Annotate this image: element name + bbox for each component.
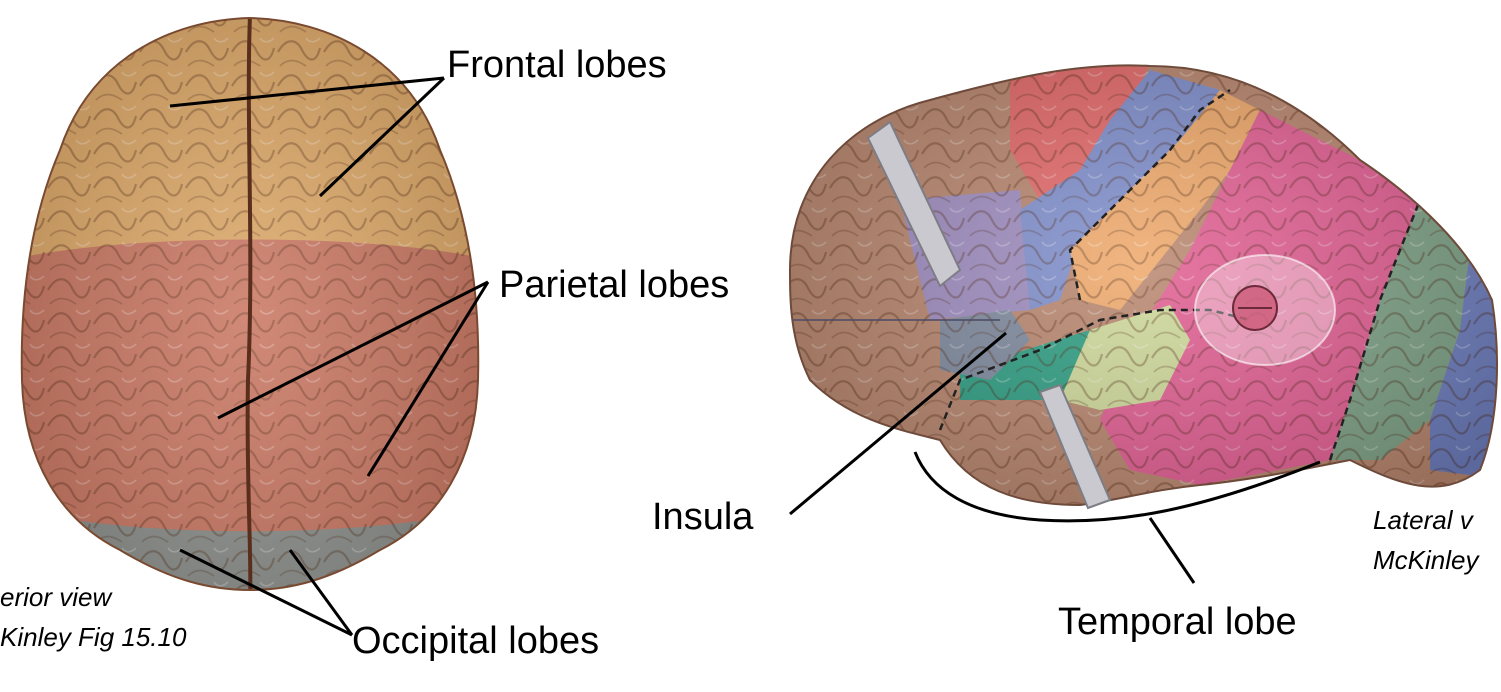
longitudinal-fissure (245, 18, 253, 590)
occipital-lobes-label: Occipital lobes (352, 620, 600, 662)
frontal-leader-line (169, 76, 446, 198)
temporal-bracket (913, 451, 1321, 523)
insula-label: Insula (652, 496, 754, 538)
temporal-lobe-label: Temporal lobe (1058, 601, 1297, 643)
superior-view-caption-line2: Kinley Fig 15.10 (0, 622, 187, 652)
insula-leader-line (789, 331, 1007, 516)
parietal-leader-line (217, 280, 490, 477)
lateral-view-brain (788, 64, 1498, 510)
central-sulcus-dashed (1068, 88, 1231, 301)
superior-view-caption-line1: erior view (0, 582, 112, 612)
retractor-upper (866, 120, 962, 288)
lateral-view-caption-line1: Lateral v (1373, 505, 1473, 535)
lateral-sulcus-dashed (938, 308, 1251, 431)
parietal-lobes-label: Parietal lobes (499, 264, 730, 306)
lateral-view-caption-line2: McKinley (1373, 545, 1479, 575)
leader-lines (169, 76, 1321, 637)
parieto-occipital-dashed (1328, 199, 1422, 461)
occipital-leader-line (179, 548, 354, 637)
temporal-leader-line (1148, 517, 1196, 584)
retractor-lower (1038, 383, 1112, 510)
frontal-lobes-label: Frontal lobes (447, 44, 667, 86)
